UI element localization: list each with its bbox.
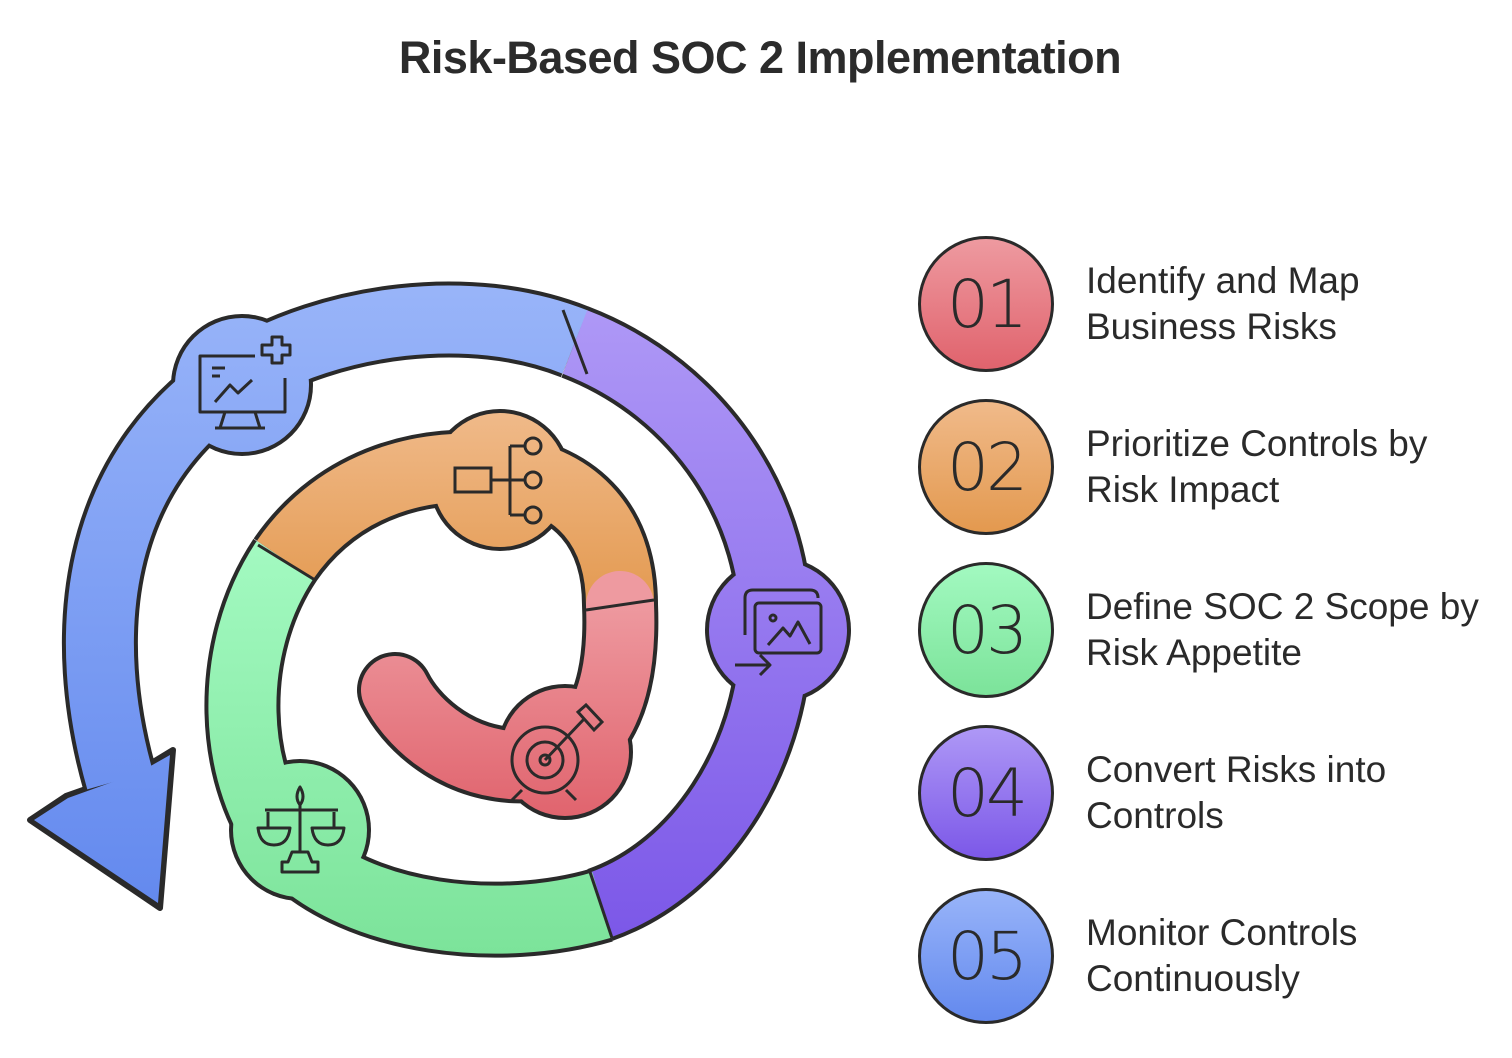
step-label-line: Risk Impact — [1086, 469, 1280, 510]
arrow-head — [34, 755, 170, 903]
step-label-line: Risk Appetite — [1086, 632, 1302, 673]
step-label-line: Prioritize Controls by — [1086, 423, 1428, 464]
monitor-chart-plus-icon — [198, 335, 292, 430]
step-label-line: Monitor Controls — [1086, 912, 1358, 953]
step-label-line: Define SOC 2 Scope by — [1086, 586, 1479, 627]
page-title: Risk-Based SOC 2 Implementation — [398, 32, 1122, 83]
hierarchy-icon — [453, 436, 543, 525]
step-number-badge: 01 — [918, 236, 1054, 372]
step-label: Define SOC 2 Scope by Risk Appetite — [1086, 584, 1479, 676]
target-icon — [510, 702, 605, 802]
step-number-badge: 05 — [918, 888, 1054, 1024]
step-number-badge: 03 — [918, 562, 1054, 698]
scales-icon — [256, 785, 346, 874]
step-number-badge: 04 — [918, 725, 1054, 861]
step-02: 02 Prioritize Controls by Risk Impact — [916, 397, 1512, 541]
step-label-line: Business Risks — [1086, 306, 1337, 347]
step-number-badge: 02 — [918, 399, 1054, 535]
step-label-line: Identify and Map — [1086, 260, 1360, 301]
step-label-line: Continuously — [1086, 958, 1300, 999]
step-label-line: Convert Risks into — [1086, 749, 1387, 790]
step-03: 03 Define SOC 2 Scope by Risk Appetite — [916, 560, 1512, 704]
step-label: Prioritize Controls by Risk Impact — [1086, 421, 1427, 513]
step-label-line: Controls — [1086, 795, 1224, 836]
images-arrow-icon — [735, 588, 823, 677]
